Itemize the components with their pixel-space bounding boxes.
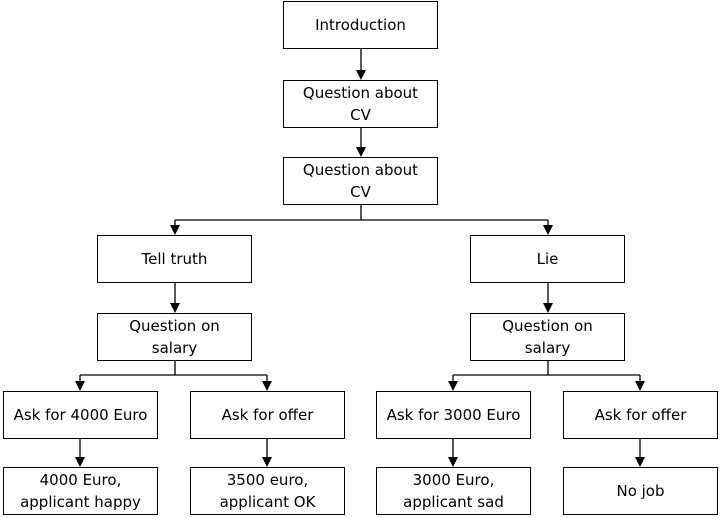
node-tell-truth-label: Tell truth — [141, 250, 208, 268]
node-cv-question-2-label: Question about CV — [302, 161, 419, 201]
edge-truth-salary-arrowhead — [170, 303, 180, 313]
node-introduction: Introduction — [283, 1, 438, 49]
edge-salary-truth-split-right-arrowhead — [262, 381, 272, 391]
node-ask-offer-lie-label: Ask for offer — [594, 406, 687, 424]
node-ask-4000-label: Ask for 4000 Euro — [13, 406, 148, 424]
edge-askoffer-lie-outcome-arrowhead — [635, 457, 645, 467]
node-salary-question-lie: Question on salary — [470, 313, 625, 361]
edge-askoffer-truth-outcome-arrowhead — [262, 457, 272, 467]
node-outcome-4000-label: 4000 Euro, applicant happy — [20, 471, 141, 511]
node-outcome-4000: 4000 Euro, applicant happy — [3, 467, 158, 515]
node-cv-question-1-label: Question about CV — [302, 84, 419, 124]
node-outcome-3000: 3000 Euro, applicant sad — [376, 467, 531, 515]
node-lie-label: Lie — [536, 250, 559, 268]
node-tell-truth: Tell truth — [97, 235, 252, 283]
node-outcome-no-job-label: No job — [616, 482, 665, 500]
node-ask-offer-truth: Ask for offer — [190, 391, 345, 439]
node-ask-offer-lie: Ask for offer — [563, 391, 718, 439]
node-ask-3000: Ask for 3000 Euro — [376, 391, 531, 439]
node-salary-question-truth: Question on salary — [97, 313, 252, 361]
edge-cv2-split-right-arrowhead — [543, 225, 553, 235]
node-salary-question-lie-label: Question on salary — [502, 317, 593, 357]
node-outcome-no-job: No job — [563, 467, 718, 515]
node-salary-question-truth-label: Question on salary — [129, 317, 220, 357]
node-cv-question-2: Question about CV — [283, 157, 438, 205]
node-ask-4000: Ask for 4000 Euro — [3, 391, 158, 439]
node-outcome-3500: 3500 euro, applicant OK — [190, 467, 345, 515]
edge-intro-cv1-arrowhead — [356, 70, 366, 80]
node-introduction-label: Introduction — [315, 16, 406, 34]
edge-cv2-split-left-arrowhead — [170, 225, 180, 235]
edge-lie-salary-arrowhead — [543, 303, 553, 313]
node-outcome-3500-label: 3500 euro, applicant OK — [219, 471, 316, 511]
node-cv-question-1: Question about CV — [283, 80, 438, 128]
node-outcome-3000-label: 3000 Euro, applicant sad — [403, 471, 504, 511]
edge-ask3000-outcome-arrowhead — [448, 457, 458, 467]
edge-cv1-cv2-arrowhead — [356, 147, 366, 157]
node-lie: Lie — [470, 235, 625, 283]
edge-ask4000-outcome-arrowhead — [75, 457, 85, 467]
edge-salary-lie-split-left-arrowhead — [448, 381, 458, 391]
edge-salary-truth-split-left-arrowhead — [75, 381, 85, 391]
node-ask-3000-label: Ask for 3000 Euro — [386, 406, 521, 424]
edge-salary-lie-split-right-arrowhead — [635, 381, 645, 391]
node-ask-offer-truth-label: Ask for offer — [221, 406, 314, 424]
